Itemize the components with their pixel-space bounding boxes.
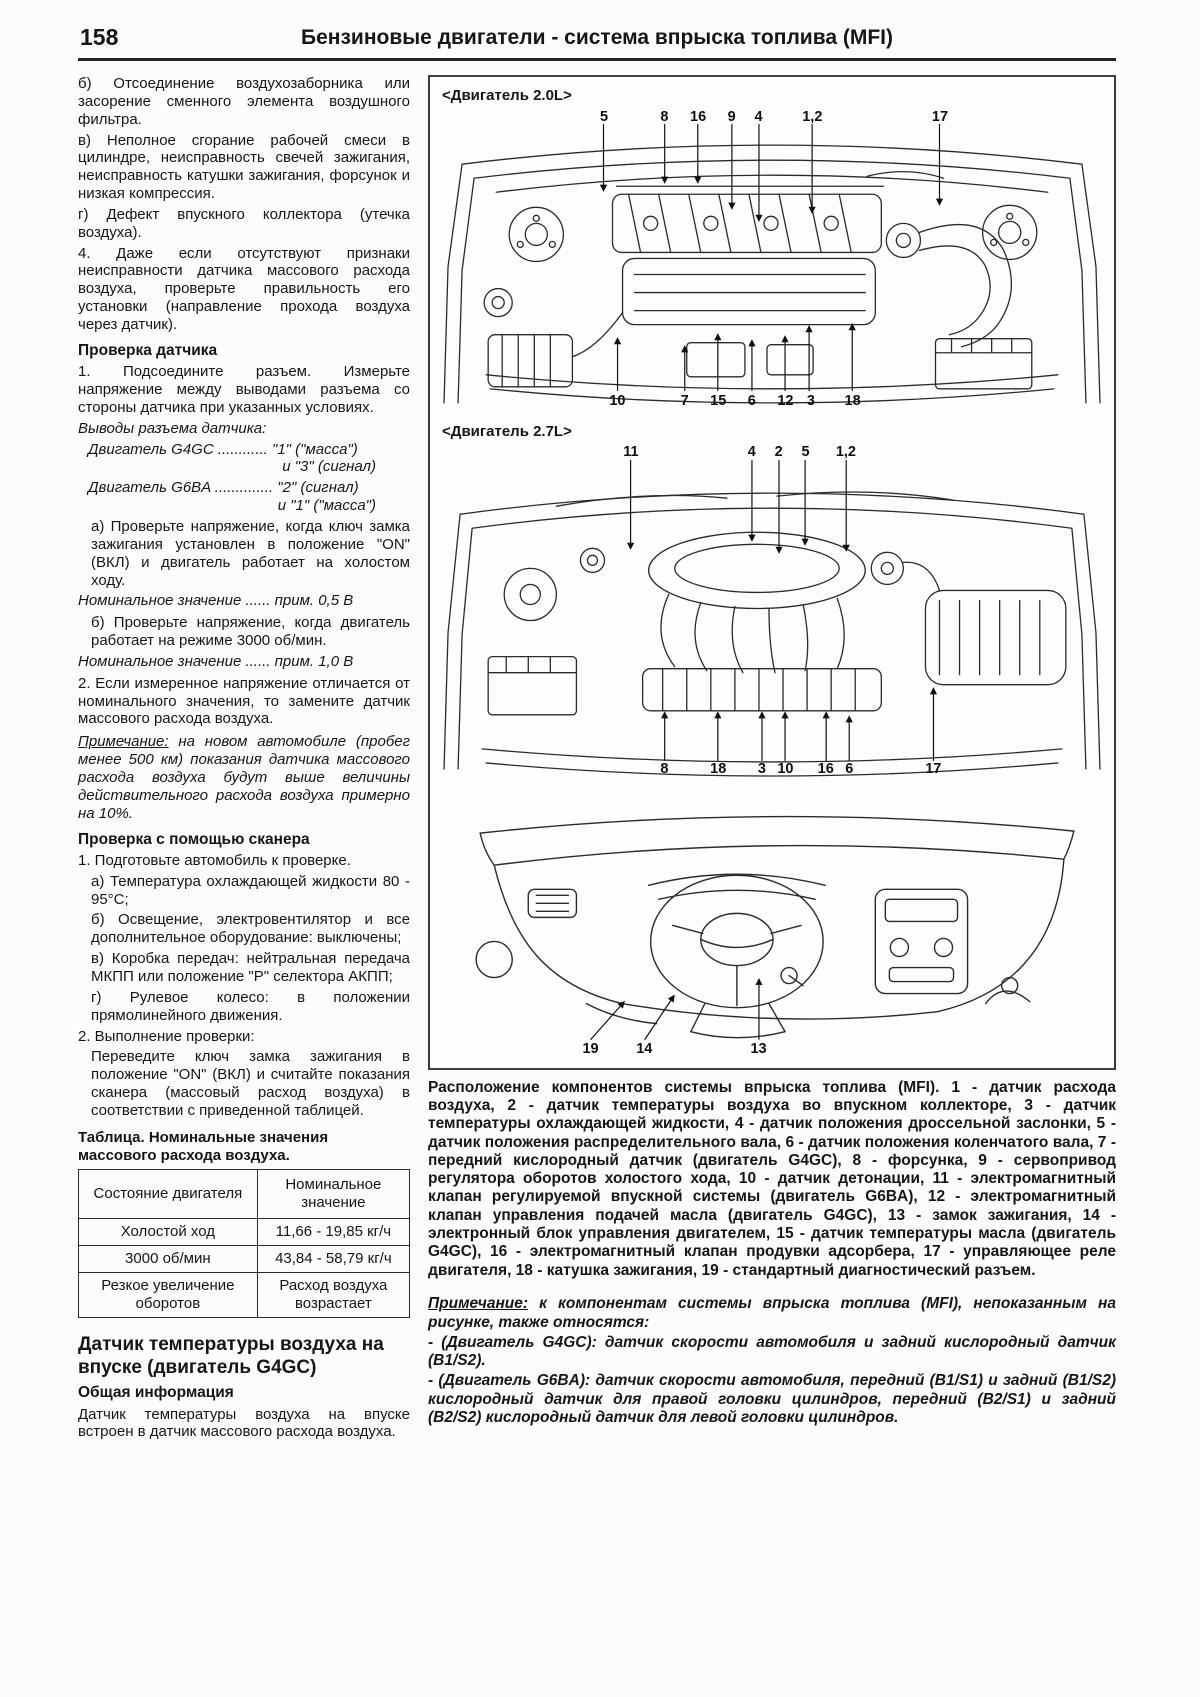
callout-number: 5 <box>801 444 810 461</box>
figure-note-g4gc: - (Двигатель G4GC): датчик скорости авто… <box>428 1333 1116 1370</box>
table-cell: Резкое увеличение оборотов <box>78 1271 258 1318</box>
iat-subheading: Общая информация <box>78 1384 234 1402</box>
engine-27l-label: <Двигатель 2.7L> <box>442 422 572 440</box>
left-note-label: Примечание: <box>78 733 169 751</box>
table-header-state: Состояние двигателя <box>78 1168 258 1219</box>
engine-20l-label: <Двигатель 2.0L> <box>442 87 572 104</box>
figure-caption: Расположение компонентов системы впрыска… <box>428 1078 1116 1279</box>
pinout-g6ba-line1: Двигатель G6BA .............. "2" (сигна… <box>88 479 359 497</box>
sensor-check-heading: Проверка датчика <box>78 341 218 359</box>
pinout-g6ba: Двигатель G6BA .............. "2" (сигна… <box>78 479 410 515</box>
callout-number: 9 <box>727 108 736 125</box>
page-number: 158 <box>80 24 119 50</box>
callout-number: 6 <box>845 761 854 778</box>
table-row: Холостой ход 11,66 - 19,85 кг/ч <box>78 1217 411 1246</box>
callout-number: 6 <box>747 393 756 410</box>
table-row: Резкое увеличение оборотов Расход воздух… <box>78 1271 411 1318</box>
left-note-text: на новом автомобиле (пробег менее 500 км… <box>78 733 410 822</box>
scanner-check-heading: Проверка с помощью сканера <box>78 830 310 848</box>
callout-number: 4 <box>754 108 763 125</box>
pinout-g6ba-line2: и "1" ("масса") <box>277 497 376 515</box>
scanner-item-a: а) Температура охлаждающей жидкости 80 -… <box>91 872 410 908</box>
page-header: 158 Бензиновые двигатели - система впрыс… <box>78 22 1116 61</box>
callout-number: 12 <box>777 393 794 410</box>
figure-note-intro: Примечание: к компонентам системы впрыск… <box>428 1295 1116 1332</box>
scanner-step2-text: Переведите ключ замка зажигания в положе… <box>91 1048 410 1119</box>
table-cell: Расход воздуха возрастает <box>256 1271 411 1318</box>
scanner-step1: 1. Подготовьте автомобиль к проверке. <box>78 851 351 869</box>
callout-number: 13 <box>750 1040 767 1057</box>
spec-table: Состояние двигателя Номинальное значение… <box>78 1168 411 1318</box>
sensor-check-step-b: б) Проверьте напряжение, когда двигатель… <box>91 614 410 650</box>
pinout-g4gc: Двигатель G4GC ............ "1" ("масса"… <box>78 441 410 477</box>
cause-item-v: в) Неполное сгорание рабочей смеси в цил… <box>78 131 410 203</box>
cause-item-b: б) Отсоединение воздухозаборника или зас… <box>78 75 410 128</box>
iat-text: Датчик температуры воздуха на впуске вст… <box>78 1405 410 1441</box>
scanner-item-v: в) Коробка передач: нейтральная передача… <box>91 950 410 985</box>
dashboard-drawing <box>475 815 1075 1041</box>
engine-20l-drawing <box>443 124 1101 404</box>
scanner-step2-label: 2. Выполнение проверки: <box>78 1027 255 1045</box>
callout-number: 7 <box>680 393 689 410</box>
page-title: Бензиновые двигатели - система впрыска т… <box>301 26 893 49</box>
table-cell: 3000 об/мин <box>78 1244 258 1273</box>
callout-number: 11 <box>623 444 639 461</box>
figure-note-label: Примечание: <box>428 1295 529 1313</box>
callout-number: 10 <box>609 393 626 410</box>
engine-27l-drawing <box>443 459 1101 777</box>
callout-number: 5 <box>599 108 609 125</box>
callout-number: 8 <box>660 108 669 125</box>
nominal-value-a: Номинальное значение ...... прим. 0,5 В <box>78 592 354 610</box>
callout-number: 17 <box>925 761 942 778</box>
callout-number: 17 <box>931 108 949 125</box>
callout-number: 3 <box>806 393 816 410</box>
manual-page: 158 Бензиновые двигатели - система впрыс… <box>78 22 1116 1444</box>
engine-20l-figure: 5 8 16 9 4 1,2 17 10 7 15 6 12 3 18 <box>436 106 1108 417</box>
figure-note-g6ba: - (Двигатель G6BA): датчик скорости авто… <box>428 1372 1116 1426</box>
nominal-value-b: Номинальное значение ...... прим. 1,0 В <box>78 652 354 670</box>
table-row: 3000 об/мин 43,84 - 58,79 кг/ч <box>78 1244 411 1273</box>
callout-number: 1,2 <box>835 444 856 461</box>
sensor-check-step2: 2. Если измеренное напряжение отличается… <box>78 674 410 728</box>
figure-note: Примечание: к компонентам системы впрыск… <box>428 1295 1116 1427</box>
scanner-item-b: б) Освещение, электровентилятор и все до… <box>91 911 410 947</box>
iat-section-heading: Датчик температуры воздуха на впуске (дв… <box>78 1333 384 1378</box>
table-header-row: Состояние двигателя Номинальное значение <box>78 1168 411 1219</box>
dashboard-figure: 19 14 13 <box>436 789 1108 1060</box>
callout-number: 4 <box>747 444 756 461</box>
figure-note-intro-text: к компонентам системы впрыска топлива (M… <box>428 1295 1116 1331</box>
engine-27l-figure: 11 4 2 5 1,2 8 18 3 10 16 6 17 <box>436 442 1108 783</box>
callout-number: 16 <box>817 761 834 778</box>
pinout-g4gc-line1: Двигатель G4GC ............ "1" ("масса"… <box>88 440 358 458</box>
callout-number: 18 <box>710 761 727 778</box>
callout-number: 19 <box>582 1040 599 1057</box>
scanner-item-g: г) Рулевое колесо: в положении прямолине… <box>91 988 410 1024</box>
pinout-g4gc-line2: и "3" (сигнал) <box>282 458 376 476</box>
callout-number: 16 <box>690 108 707 125</box>
sensor-check-step1: 1. Подсоедините разъем. Измерьте напряже… <box>78 363 410 416</box>
right-column: <Двигатель 2.0L> <box>428 75 1116 1429</box>
table-header-nominal: Номинальное значение <box>256 1168 411 1219</box>
figure-box: <Двигатель 2.0L> <box>428 75 1116 1070</box>
table-cell: Холостой ход <box>78 1217 258 1246</box>
table-title: Таблица. Номинальные значения массового … <box>78 1128 329 1164</box>
cause-item-g: г) Дефект впускного коллектора (утечка в… <box>78 205 410 241</box>
table-cell: 43,84 - 58,79 кг/ч <box>256 1244 411 1273</box>
left-column: б) Отсоединение воздухозаборника или зас… <box>78 75 411 1444</box>
callout-number: 14 <box>636 1040 653 1057</box>
callout-number: 8 <box>660 761 669 778</box>
pinout-label: Выводы разъема датчика: <box>78 419 267 437</box>
left-note: Примечание: на новом автомобиле (пробег … <box>78 733 410 822</box>
paragraph-4: 4. Даже если отсутствуют признаки неиспр… <box>78 244 410 333</box>
sensor-check-step-a: а) Проверьте напряжение, когда ключ замк… <box>91 518 410 589</box>
callout-number: 1,2 <box>802 108 823 125</box>
callout-number: 2 <box>774 444 783 461</box>
content-columns: б) Отсоединение воздухозаборника или зас… <box>78 75 1116 1444</box>
table-cell: 11,66 - 19,85 кг/ч <box>256 1217 411 1246</box>
callout-number: 15 <box>710 393 727 410</box>
callout-number: 18 <box>844 393 861 410</box>
callout-number: 3 <box>757 761 766 778</box>
callout-number: 10 <box>777 761 794 778</box>
